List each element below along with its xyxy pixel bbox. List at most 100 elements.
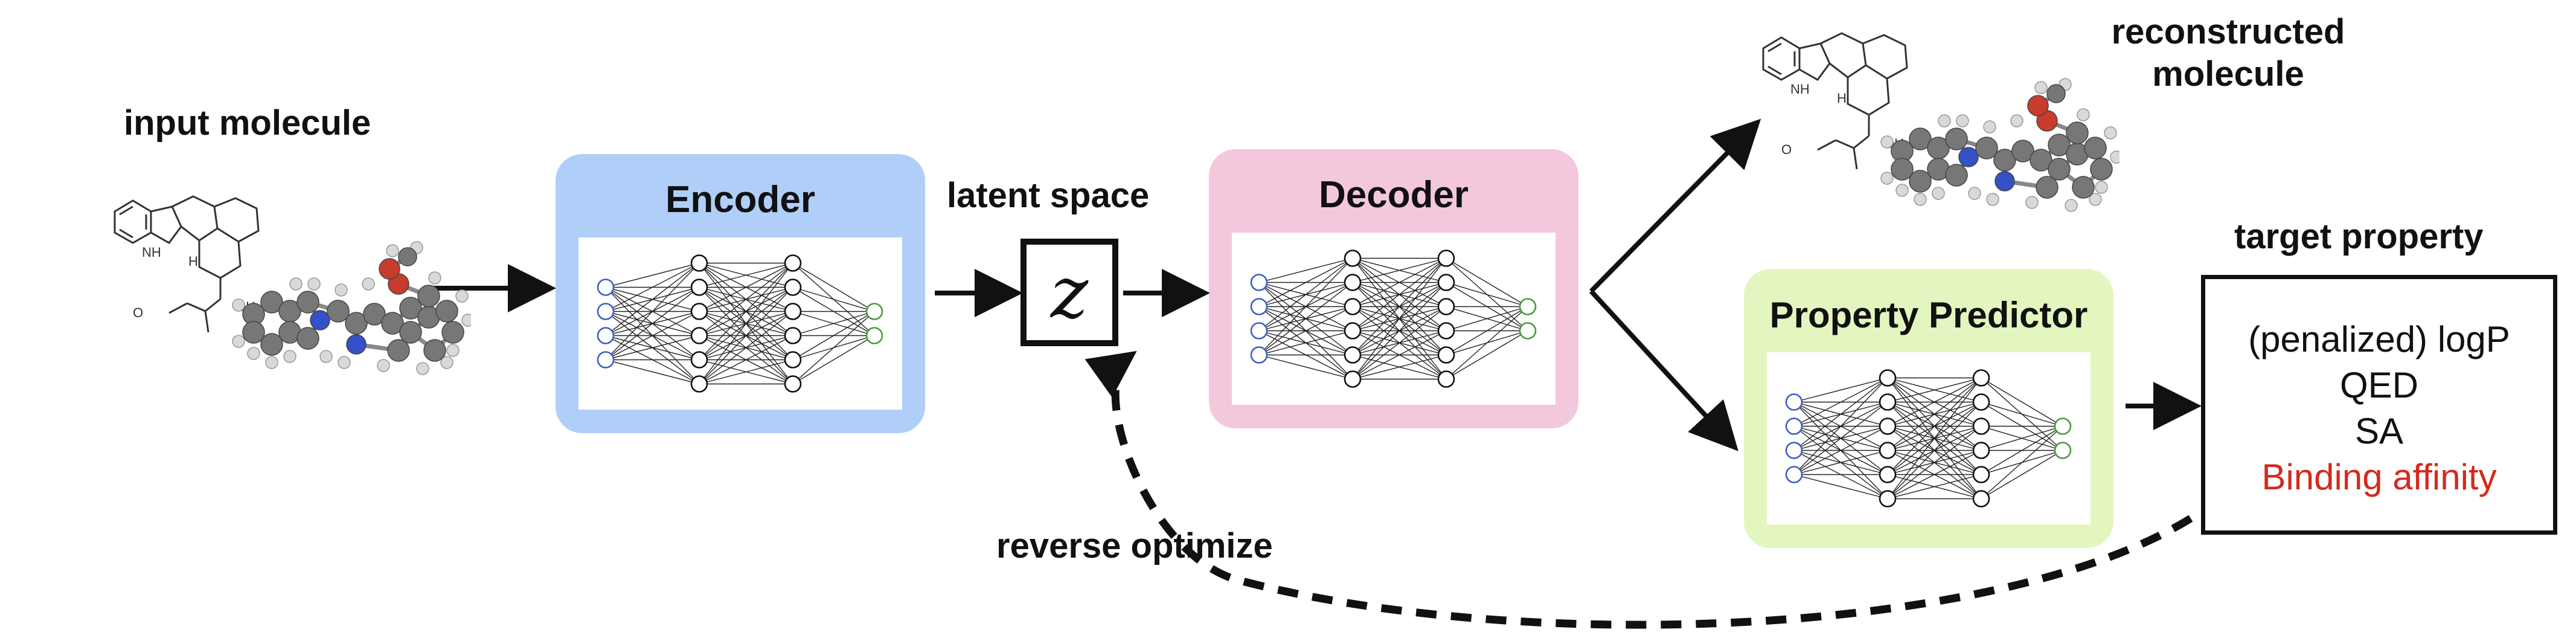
network-edge <box>1446 306 1528 332</box>
hidden-node <box>1972 442 1990 459</box>
hidden-node <box>1879 490 1897 507</box>
hydrogen-atom <box>2065 199 2078 212</box>
atom <box>435 300 458 323</box>
hidden-node <box>1879 417 1897 435</box>
atom <box>2036 176 2059 199</box>
atom <box>345 312 368 335</box>
network-edge <box>1793 377 1888 451</box>
atom <box>423 339 446 362</box>
network-edge <box>1352 258 1447 355</box>
hydrogen-atom <box>338 356 351 369</box>
network-edge <box>1446 257 1528 308</box>
hydrogen-atom <box>1956 114 1969 127</box>
hydrogen-atom <box>1983 120 1996 134</box>
network-edge <box>605 286 700 361</box>
atom <box>379 258 400 280</box>
atom <box>398 247 417 266</box>
input-node <box>1250 346 1268 364</box>
hidden-node <box>690 375 708 393</box>
atom <box>2066 121 2089 144</box>
input-molecule-label: input molecule <box>124 103 371 143</box>
network-edge <box>605 262 700 312</box>
network-edge <box>605 359 700 385</box>
network-edge <box>1258 257 1353 308</box>
encoder-network-panel <box>578 237 902 410</box>
network-edge <box>792 311 875 337</box>
network-edge <box>605 311 700 361</box>
hydrogen-atom <box>440 356 453 369</box>
hidden-node <box>690 327 708 344</box>
network-edge <box>1258 258 1353 355</box>
nh-atom-label: NH <box>1790 82 1810 97</box>
hidden-node <box>690 254 708 272</box>
decoder-box: Decoder <box>1209 149 1578 428</box>
hydrogen-atom <box>2034 81 2048 94</box>
hidden-node <box>1344 298 1362 315</box>
hydrogen-atom <box>1895 184 1909 197</box>
reverse-optimize-label: reverse optimize <box>996 526 1273 566</box>
atom <box>399 321 422 344</box>
hidden-node <box>784 351 802 369</box>
hydrogen-atom <box>2077 108 2090 121</box>
hydrogen-atom <box>2010 114 2023 127</box>
hidden-node <box>1437 346 1455 364</box>
target-property-item: SA <box>2354 411 2404 451</box>
o-atom-label: O <box>1781 142 1792 157</box>
input-node <box>597 327 615 344</box>
network-edge <box>605 263 700 360</box>
hidden-node <box>1879 393 1897 411</box>
atom <box>1975 137 1998 160</box>
network-edge <box>699 335 793 385</box>
network-edge <box>605 262 700 337</box>
network-edge <box>792 286 875 312</box>
atom <box>2084 137 2107 160</box>
atom <box>2046 84 2066 103</box>
network-edge <box>699 311 793 385</box>
o-atom-label: O <box>133 305 143 320</box>
target-property-item: Binding affinity <box>2261 457 2497 497</box>
hydrogen-atom <box>1938 114 1951 127</box>
network-edge <box>1446 330 1528 380</box>
hidden-node <box>690 351 708 369</box>
hydrogen-atom <box>2110 150 2119 164</box>
hidden-node <box>1972 369 1990 387</box>
h-atom-label: H <box>188 254 198 269</box>
network-edge <box>1258 257 1353 283</box>
hidden-node <box>1437 250 1455 267</box>
atom <box>2090 158 2113 181</box>
hydrogen-atom <box>416 362 429 375</box>
reconstructed-molecule-label: reconstructed molecule <box>2111 12 2345 94</box>
network-edge <box>1446 282 1528 308</box>
atom <box>2030 149 2052 172</box>
network-edge <box>699 262 793 337</box>
hydrogen-atom <box>307 277 321 291</box>
network-edge <box>1258 282 1353 356</box>
atom <box>1945 127 1968 150</box>
decoder-label: Decoder <box>1318 174 1469 216</box>
target-property-label: target property <box>2234 217 2484 256</box>
arrow-decoder-to-predictor <box>1589 289 1738 451</box>
atom <box>242 321 265 344</box>
network-edge <box>1258 354 1353 380</box>
input-molecule-image: NH H OH O <box>114 195 471 375</box>
hidden-node <box>1344 370 1362 388</box>
hidden-node <box>1344 322 1362 340</box>
input-node <box>1250 298 1268 315</box>
network-edge <box>605 262 700 288</box>
atom <box>1909 170 1932 193</box>
hidden-node <box>784 254 802 272</box>
hidden-node <box>1437 274 1455 291</box>
molecule-3d-model <box>232 241 471 375</box>
hidden-node <box>1344 250 1362 267</box>
atom <box>2027 95 2049 117</box>
network-edge <box>699 359 793 385</box>
hidden-node <box>784 327 802 344</box>
hidden-node <box>1879 466 1897 483</box>
atom <box>1891 158 1914 181</box>
network-edge <box>1446 306 1528 356</box>
atom <box>260 291 283 314</box>
network-edge <box>1981 425 2063 500</box>
hydrogen-atom <box>1932 187 1945 200</box>
network-edge <box>699 262 793 312</box>
